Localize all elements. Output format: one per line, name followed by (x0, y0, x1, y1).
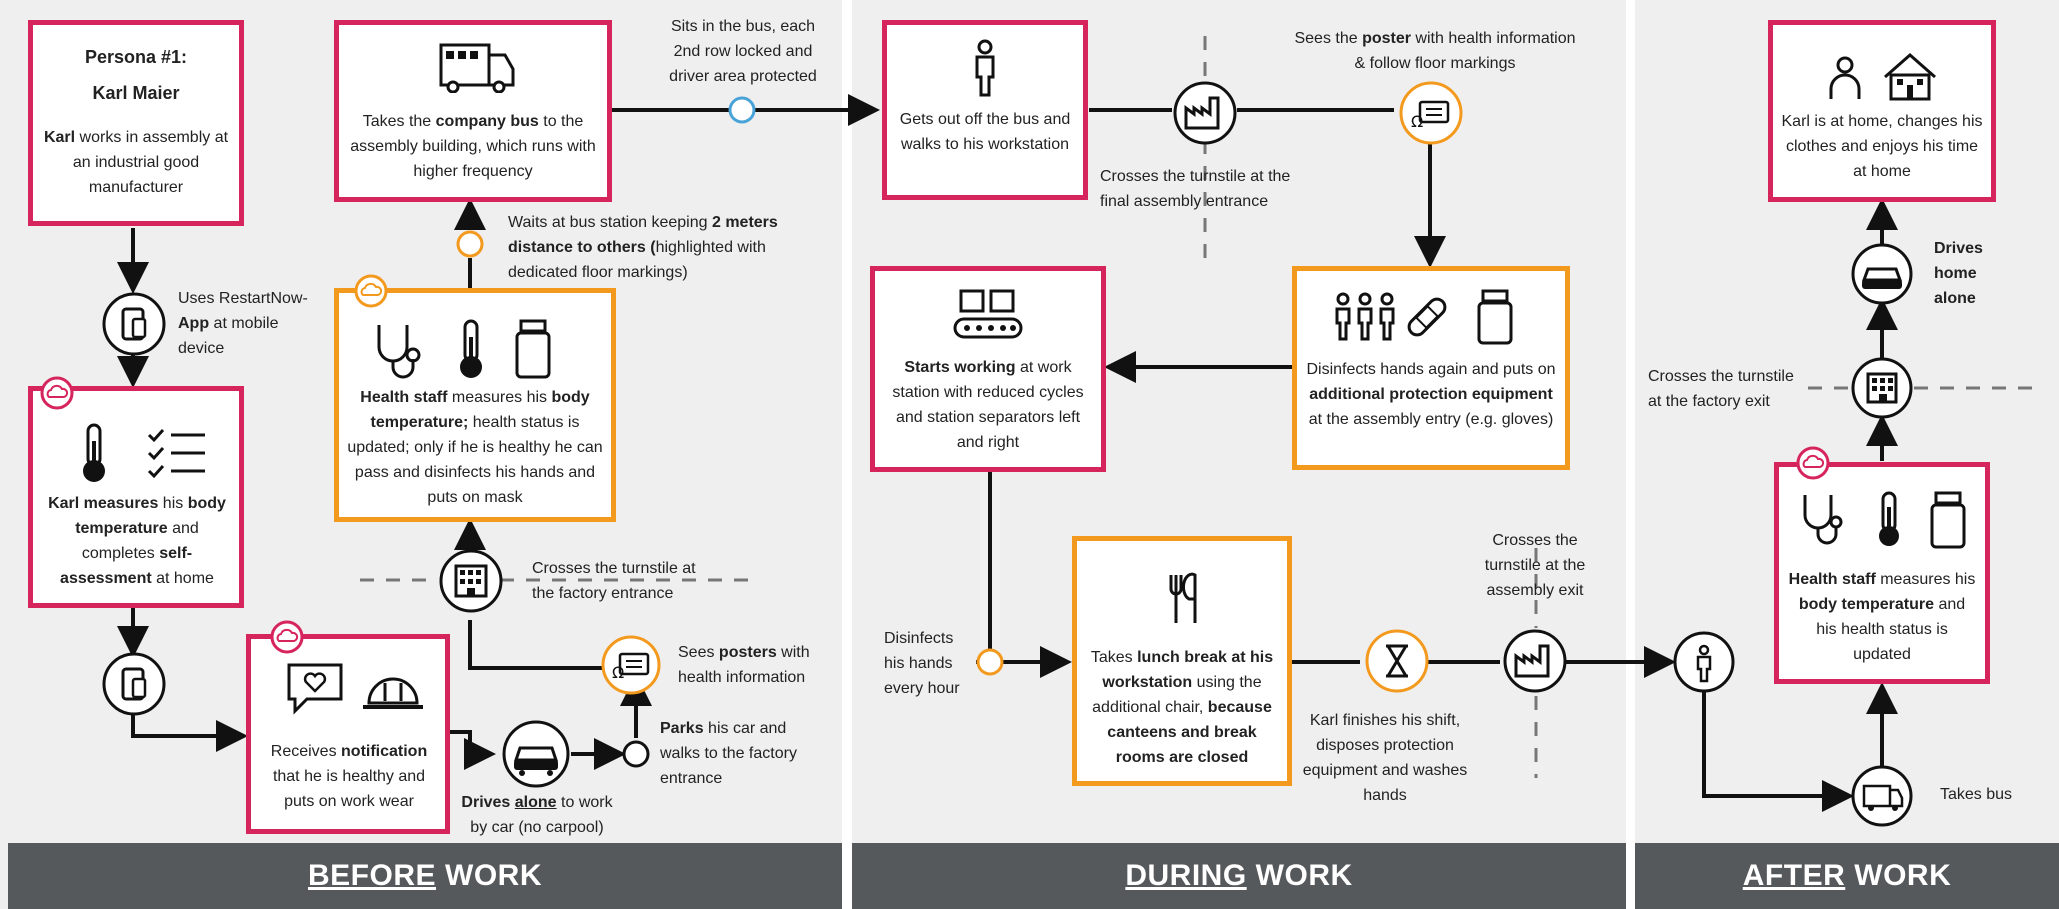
phase-before-underlined: BEFORE (308, 859, 437, 892)
bus-seat-text: Sits in the bus, each 2nd row locked and… (669, 18, 817, 85)
helmet-icon (363, 677, 423, 709)
notification-card: Receives notification that he is healthy… (246, 634, 450, 834)
health-after-step-text: Health staff measures his body temperatu… (1788, 571, 1976, 663)
bottle-icon (515, 319, 551, 379)
health-check-card: Health staff measures his body temperatu… (334, 288, 616, 522)
notification-step-text: Receives notification that he is healthy… (270, 743, 428, 810)
bandage-icon (1407, 297, 1447, 337)
get-out-card: Gets out off the bus and walks to his wo… (882, 20, 1088, 200)
phase-after-rest: WORK (1854, 859, 1952, 892)
persona-card: Persona #1: Karl Maier Karl works in ass… (28, 20, 244, 226)
turnstile-final-text: Crosses the turnstile at the final assem… (1100, 168, 1291, 210)
car-icon (1850, 242, 1914, 311)
cloud-badge-icon (40, 376, 74, 410)
self-assessment-card: Karl measures his body temperature and c… (28, 386, 244, 608)
factory-icon (1502, 628, 1568, 699)
bus-step-text: Takes the company bus to the assembly bu… (350, 113, 596, 180)
start-working-card: Starts working at work station with redu… (870, 266, 1106, 472)
person-icon (975, 39, 995, 97)
factory-icon (1172, 80, 1238, 151)
app-step-text: Uses RestartNow-App at mobile device (178, 290, 308, 357)
protection-equipment-card: Disinfects hands again and puts on addit… (1292, 266, 1570, 470)
health-after-card: Health staff measures his body temperatu… (1774, 462, 1990, 684)
company-bus-card: Takes the company bus to the assembly bu… (334, 20, 612, 202)
poster-floor-text: Sees the poster with health information … (1294, 30, 1576, 72)
phase-before-rest: WORK (445, 859, 542, 892)
thermometer-icon (83, 423, 105, 482)
home-step-text: Karl is at home, changes his clothes and… (1781, 113, 1983, 180)
poster-icon: Ω (1398, 80, 1464, 151)
home-card: Karl is at home, changes his clothes and… (1768, 20, 1996, 202)
building-icon (438, 548, 504, 619)
cloud-badge-icon (1796, 446, 1830, 480)
disinfect-hourly-text: Disinfects his hands every hour (884, 630, 960, 697)
poster-icon: Ω (600, 634, 662, 701)
phase-during-rest: WORK (1255, 859, 1353, 892)
measure-step-text: Karl measures his body temperature and c… (48, 495, 226, 587)
bottle-icon (1930, 491, 1966, 549)
chat-heart-icon (287, 663, 343, 715)
svg-text:Ω: Ω (612, 663, 624, 682)
checklist-icon (147, 428, 205, 479)
turnstile-assembly-exit-text: Crosses the turnstile at the assembly ex… (1484, 532, 1586, 599)
person-icon (1829, 56, 1861, 99)
get-out-step-text: Gets out off the bus and walks to his wo… (899, 111, 1071, 153)
car-icon (500, 718, 572, 795)
health-check-step-text: Health staff measures his body temperatu… (347, 389, 603, 506)
wait-step-text: Waits at bus station keeping 2 meters di… (508, 214, 778, 281)
phase-after-underlined: AFTER (1742, 859, 1846, 892)
turnstile-exit-text: Crosses the turnstile at the factory exi… (1648, 368, 1794, 410)
bottle-icon (1477, 289, 1513, 345)
person-icon (1672, 630, 1736, 699)
start-working-step-text: Starts working at work station with redu… (892, 359, 1084, 451)
lunch-step-text: Takes lunch break at his workstation usi… (1090, 649, 1274, 766)
protection-step-text: Disinfects hands again and puts on addit… (1306, 361, 1556, 428)
persona-name: Karl Maier (92, 83, 180, 103)
persona-description: Karl works in assembly at an industrial … (43, 129, 229, 196)
stethoscope-icon (1803, 495, 1843, 545)
lunch-break-card: Takes lunch break at his workstation usi… (1072, 536, 1292, 786)
cutlery-icon (1169, 572, 1197, 623)
turnstile-entrance-text: Crosses the turnstile at the factory ent… (532, 560, 696, 602)
posters-step-text: Sees posters with health information (678, 644, 810, 686)
phone-icon (101, 291, 167, 362)
cloud-badge-icon (354, 274, 388, 308)
finish-shift-text: Karl finishes his shift, disposes protec… (1302, 712, 1468, 804)
drive-home-text: Drives home alone (1934, 240, 1983, 307)
hourglass-icon (1364, 628, 1430, 699)
thermometer-icon (460, 319, 482, 378)
persona-title: Persona #1: (84, 47, 188, 67)
family-icon (1335, 292, 1395, 341)
stethoscope-icon (377, 325, 421, 379)
bus-icon (1850, 764, 1914, 833)
cloud-badge-icon (270, 620, 304, 654)
bus-icon (439, 43, 515, 93)
takes-bus-text: Takes bus (1940, 786, 2013, 803)
conveyor-icon (953, 289, 1023, 339)
svg-text:Ω: Ω (1411, 112, 1423, 131)
phase-during-underlined: DURING (1125, 859, 1247, 892)
home-icon (1884, 53, 1936, 101)
drive-step-text: Drives alone to work by car (no carpool) (461, 794, 613, 836)
park-step-text: Parks his car and walks to the factory e… (660, 720, 797, 787)
thermometer-icon (1879, 491, 1899, 546)
phone-icon (101, 651, 167, 722)
building-icon (1850, 356, 1914, 425)
